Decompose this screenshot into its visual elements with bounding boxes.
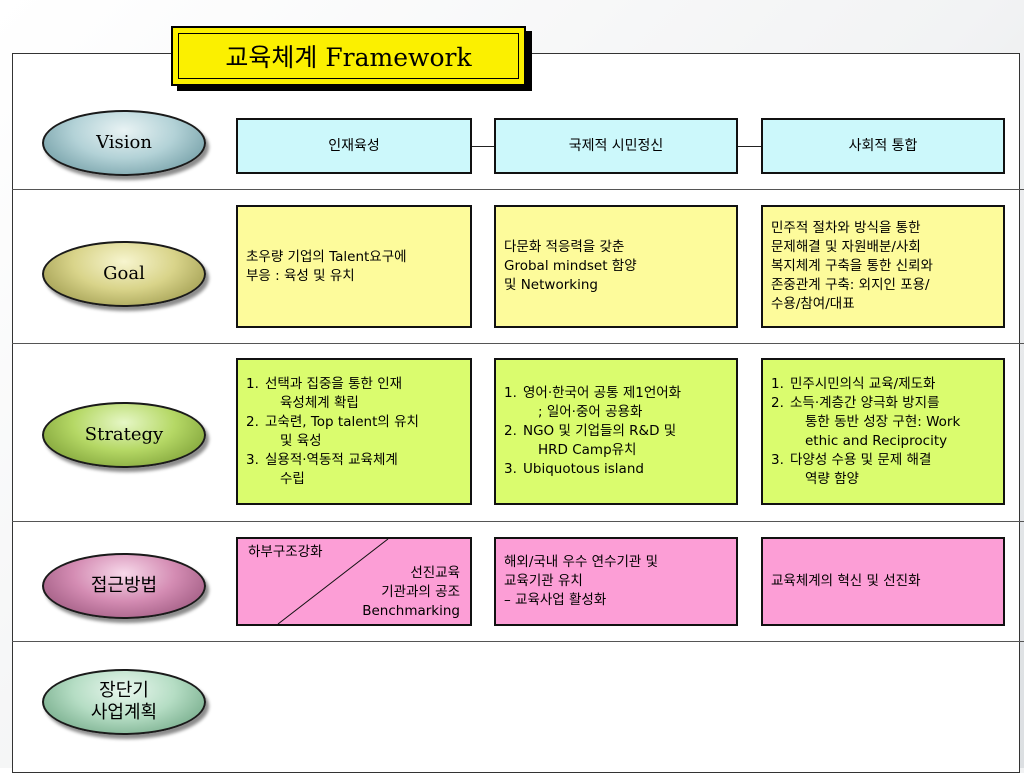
row-divider (12, 521, 1024, 522)
item-number: 1. (771, 375, 784, 392)
row-divider (12, 641, 1024, 642)
item-number: 2. (504, 423, 517, 439)
diagonal-divider (277, 539, 389, 624)
row-label-approach: 접근방법 (42, 553, 206, 619)
vision-box-integration: 사회적 통합 (761, 118, 1005, 174)
strategy-box-social: 1. 민주시민의식 교육/제도화 2. 소득·계층간 양극화 방지를 통한 동반… (761, 358, 1005, 505)
row-label-strategy: Strategy (42, 402, 206, 468)
row-label-text: Vision (96, 132, 152, 153)
item-number: 3. (246, 451, 259, 468)
vision-box-talent: 인재육성 (236, 118, 472, 174)
item-line: Ubiquotous island (523, 461, 644, 477)
item-line: 및 육성 (280, 432, 322, 449)
approach-benchmarking: 선진교육 기관과의 공조 Benchmarking (362, 565, 460, 619)
row-divider (12, 343, 1024, 344)
vision-box-citizenship: 국제적 시민정신 (494, 118, 738, 174)
item-line: 영어·한국어 공통 제1언어화 (523, 385, 682, 401)
item-line: 육성체계 확립 (280, 394, 359, 411)
approach-box-split: 하부구조강화 선진교육 기관과의 공조 Benchmarking (236, 537, 472, 626)
row-label-vision: Vision (42, 110, 206, 176)
vision-connector (472, 146, 494, 147)
row-label-text: Strategy (84, 424, 164, 445)
strategy-item: 3. 다양성 수용 및 문제 해결 역량 함양 (771, 451, 995, 489)
vision-connector (738, 146, 761, 147)
strategy-item: 3. 실용적·역동적 교육체계 수립 (246, 451, 462, 489)
row-label-text: 장단기 사업계획 (90, 680, 158, 723)
strategy-item: 2. 고숙련, Top talent의 유치 및 육성 (246, 413, 462, 451)
goal-box-global: 다문화 적응력을 갖춘 Grobal mindset 함양 및 Networki… (494, 205, 738, 328)
item-line: 통한 동반 성장 구현: Work (805, 413, 961, 430)
item-line: 수립 (280, 470, 305, 487)
item-number: 1. (504, 385, 517, 401)
strategy-item: 1. 민주시민의식 교육/제도화 (771, 375, 995, 394)
title-box: 교육체계 Framework (171, 26, 526, 86)
strategy-box-global: 1. 영어·한국어 공통 제1언어화 ; 일어·중어 공용화 2. NGO 및 … (494, 358, 738, 505)
item-number: 3. (504, 461, 517, 477)
goal-box-talent: 초우량 기업의 Talent요구에 부응 : 육성 및 유치 (236, 205, 472, 328)
row-label-plan: 장단기 사업계획 (42, 669, 206, 735)
strategy-box-talent: 1. 선택과 집중을 통한 인재 육성체계 확립 2. 고숙련, Top tal… (236, 358, 472, 505)
row-label-goal: Goal (42, 241, 206, 307)
page-title: 교육체계 Framework (178, 33, 519, 79)
item-line: ; 일어·중어 공용화 (538, 404, 643, 420)
item-line: 실용적·역동적 교육체계 (265, 451, 398, 468)
strategy-item: 2. NGO 및 기업들의 R&D 및 HRD Camp유치 (504, 422, 728, 460)
item-line: ethic and Reciprocity (805, 432, 948, 449)
row-divider (12, 189, 1024, 190)
item-line: HRD Camp유치 (538, 442, 637, 458)
strategy-item: 1. 선택과 집중을 통한 인재 육성체계 확립 (246, 375, 462, 413)
item-number: 2. (246, 413, 259, 430)
strategy-item: 1. 영어·한국어 공통 제1언어화 ; 일어·중어 공용화 (504, 384, 728, 422)
row-label-text: Goal (103, 263, 145, 284)
item-line: 선택과 집중을 통한 인재 (265, 375, 403, 392)
item-line: 소득·계층간 양극화 방지를 (790, 394, 940, 411)
approach-box-global: 해외/국내 우수 연수기관 및 교육기관 유치 – 교육사업 활성화 (494, 537, 738, 626)
item-line: 고숙련, Top talent의 유치 (265, 413, 419, 430)
item-number: 3. (771, 451, 784, 468)
item-number: 2. (771, 394, 784, 411)
goal-box-social: 민주적 절차와 방식을 통한 문제해결 및 자원배분/사회 복지체계 구축을 통… (761, 205, 1005, 328)
row-label-text: 접근방법 (90, 575, 158, 596)
item-line: 민주시민의식 교육/제도화 (790, 375, 936, 392)
approach-infrastructure: 하부구조강화 (248, 544, 323, 560)
item-line: NGO 및 기업들의 R&D 및 (523, 423, 677, 439)
strategy-item: 3. Ubiquotous island (504, 460, 728, 479)
item-line: 역량 함양 (805, 470, 859, 487)
approach-box-social: 교육체계의 혁신 및 선진화 (761, 537, 1005, 626)
item-number: 1. (246, 375, 259, 392)
item-line: 다양성 수용 및 문제 해결 (790, 451, 932, 468)
strategy-item: 2. 소득·계층간 양극화 방지를 통한 동반 성장 구현: Work ethi… (771, 394, 995, 451)
